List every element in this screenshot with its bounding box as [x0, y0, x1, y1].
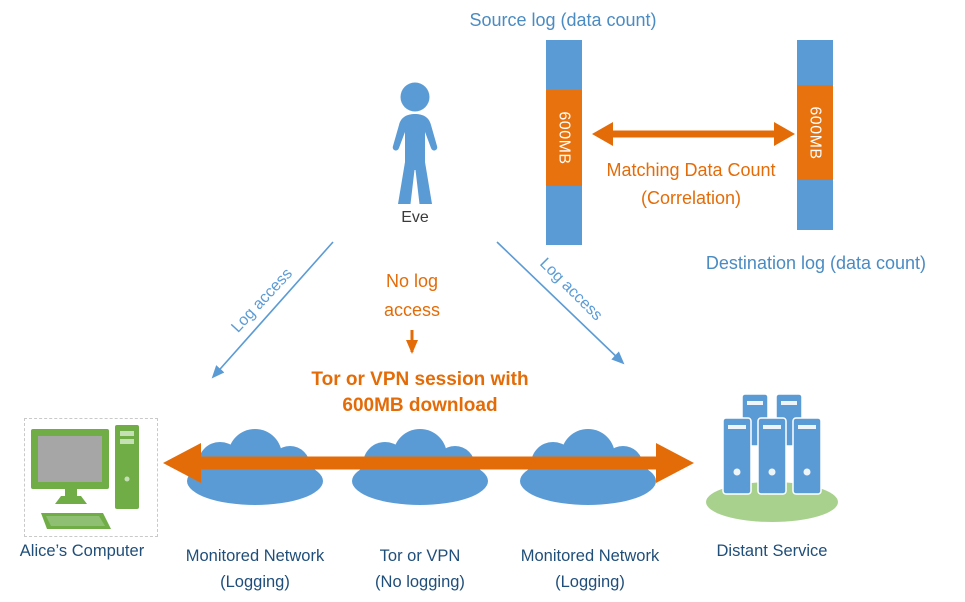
destination-log-bar: 600MB [797, 40, 833, 230]
monitor-neck [65, 489, 77, 496]
eve-head [400, 82, 430, 112]
source-log-600mb-value: 600MB [556, 111, 574, 165]
destination-log-label: Destination log (data count) [705, 253, 927, 273]
server-towers-front [722, 417, 822, 495]
source-log-label: Source log (data count) [469, 10, 657, 30]
correlation-double-arrow [592, 122, 795, 146]
distant-service-icon [706, 393, 838, 522]
log-access-arrow-right [496, 241, 625, 365]
destination-log-600mb-value: 600MB [807, 105, 825, 160]
tower-slot-2 [120, 439, 134, 444]
no-log-access-label: No log access [383, 271, 441, 320]
cloud-monitored-left-label: Monitored Network (Logging) [185, 547, 325, 591]
source-log-bar: 600MB [546, 40, 582, 245]
cloud-tor-vpn-label: Tor or VPN (No logging) [375, 547, 465, 591]
eve-label: Eve [401, 209, 429, 226]
session-label: Tor or VPN session with 600MB download [311, 369, 529, 416]
distant-service-label: Distant Service [716, 542, 828, 560]
cloud-monitored-right-label: Monitored Network (Logging) [520, 547, 660, 591]
session-double-arrow [163, 443, 694, 483]
monitor-screen [38, 436, 102, 482]
eve-body [392, 114, 438, 204]
server-front-details [728, 425, 816, 476]
computer-tower [115, 425, 139, 509]
server-back-details [747, 401, 797, 405]
monitor-base [55, 496, 87, 504]
alice-computer-graphic [31, 425, 139, 529]
correlation-label: Matching Data Count (Correlation) [606, 160, 776, 208]
keyboard-keys [46, 516, 105, 526]
source-log-600mb-segment: 600MB [546, 90, 582, 186]
eve-person-icon [392, 82, 438, 204]
alice-computer-icon [24, 418, 158, 537]
destination-log-600mb-segment: 600MB [797, 85, 833, 180]
tower-slot-1 [120, 431, 134, 436]
log-access-arrow-left [211, 241, 334, 379]
alice-computer-label: Alice’s Computer [19, 542, 145, 560]
tower-button [124, 476, 130, 482]
